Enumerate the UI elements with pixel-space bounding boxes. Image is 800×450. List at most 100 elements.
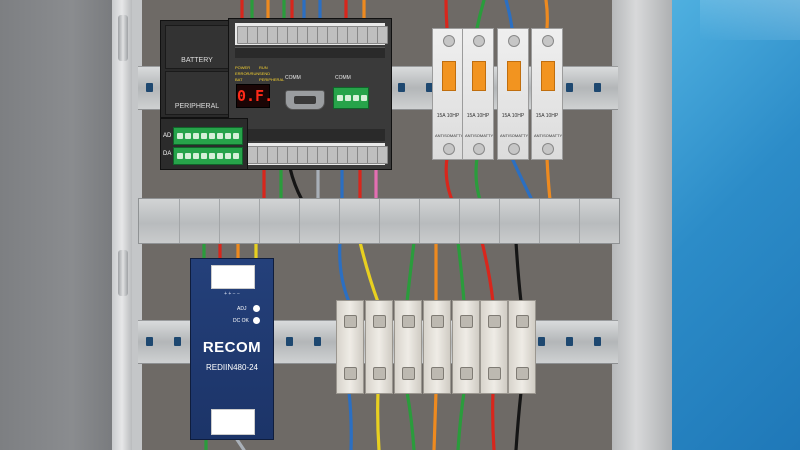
terminal-screw <box>488 367 501 380</box>
circuit-breaker[interactable]: 15A 10HP ANTISOMATTY <box>462 28 494 160</box>
duct-slot-line <box>219 199 220 243</box>
comm1-label: COMM <box>285 75 301 81</box>
terminal-screw <box>373 315 386 328</box>
rail-mounting-slot <box>566 337 573 346</box>
terminal-screw <box>344 315 357 328</box>
breaker-toggle[interactable] <box>541 61 555 91</box>
wire-green <box>405 240 416 304</box>
duct-slot-line <box>259 199 260 243</box>
wire-blue <box>347 390 353 450</box>
psu-top-terminals <box>211 265 255 289</box>
wire-black <box>288 166 304 202</box>
led-peripheral: PERIPHERAL <box>259 77 285 82</box>
adj-potentiometer[interactable] <box>253 305 260 312</box>
terminal-label-strip-bottom <box>235 129 385 141</box>
peripheral-label: PERIPHERAL <box>174 103 220 110</box>
breaker-screw <box>473 143 485 155</box>
status-led-labels: POWER ERROR/RUN BAT <box>235 65 259 83</box>
breaker-toggle[interactable] <box>507 61 521 91</box>
plc-main-unit: POWER ERROR/RUN BAT RUN SEND PERIPHERAL … <box>228 18 392 170</box>
door-hinge <box>118 250 128 296</box>
wire-red <box>444 156 454 202</box>
terminal-screw <box>488 315 501 328</box>
rail-mounting-slot <box>538 337 545 346</box>
cabinet-door <box>0 0 120 450</box>
wire-green <box>474 156 482 202</box>
door-hinge <box>118 15 128 61</box>
psu-dc-ok-label: DC OK <box>233 318 249 324</box>
connector-pin <box>193 153 199 159</box>
connector-pin <box>353 95 359 101</box>
terminal-block <box>336 300 364 394</box>
comm-terminal-connector <box>333 87 369 109</box>
breaker-screw <box>473 35 485 47</box>
breaker-screw <box>508 35 520 47</box>
duct-slot-line <box>499 199 500 243</box>
terminal-block <box>365 300 393 394</box>
breaker-brand: ANTISOMATTY <box>500 133 529 138</box>
rail-mounting-slot <box>398 83 405 92</box>
wire-yellow <box>376 390 381 450</box>
breaker-screw <box>443 143 455 155</box>
circuit-breaker[interactable]: 15A 10HP ANTISOMATTY <box>432 28 464 160</box>
circuit-breaker[interactable]: 15A 10HP ANTISOMATTY <box>497 28 529 160</box>
led-bat: BAT <box>235 77 243 82</box>
comm2-label: COMM <box>335 75 351 81</box>
wire-blue <box>510 156 534 202</box>
rail-mounting-slot <box>594 83 601 92</box>
psu-model: REDIIN480-24 <box>205 363 259 372</box>
wire-orange <box>432 390 438 450</box>
circuit-breaker[interactable]: 15A 10HP ANTISOMATTY <box>531 28 563 160</box>
terminal-screw <box>460 367 473 380</box>
blue-background <box>672 0 800 450</box>
terminal-screw <box>373 367 386 380</box>
psu-brand: RECOM <box>202 339 262 356</box>
terminal-block <box>394 300 422 394</box>
wire-orange <box>545 156 552 202</box>
connector-pin <box>361 95 367 101</box>
rail-mounting-slot <box>146 337 153 346</box>
breaker-screw <box>542 143 554 155</box>
wire-blue <box>338 240 351 304</box>
db9-socket <box>294 96 316 104</box>
ad-terminal-block <box>173 127 243 145</box>
breaker-rating: 15A 10HP <box>466 113 490 119</box>
wire-red <box>491 390 496 450</box>
terminal-screw <box>344 367 357 380</box>
connector-pin <box>201 153 207 159</box>
connector-pin <box>209 153 215 159</box>
breaker-toggle[interactable] <box>442 61 456 91</box>
breaker-brand: ANTISOMATTY <box>534 133 563 138</box>
terminal-screw <box>402 315 415 328</box>
connector-pin <box>217 153 223 159</box>
screw-terminal <box>377 146 388 164</box>
wire-black <box>514 240 523 304</box>
terminal-block <box>508 300 536 394</box>
power-supply-unit: + + − − ADJ DC OK RECOM REDIIN480-24 <box>190 258 274 440</box>
wire-green <box>475 0 486 30</box>
duct-slot-line <box>379 199 380 243</box>
peripheral-cover: PERIPHERAL <box>165 71 229 115</box>
breaker-screw <box>443 35 455 47</box>
breaker-toggle[interactable] <box>472 61 486 91</box>
connector-pin <box>345 95 351 101</box>
terminal-row-bottom <box>235 143 388 165</box>
connector-pin <box>177 133 183 139</box>
wire-green <box>456 240 466 304</box>
wire-green <box>456 390 466 450</box>
connector-pin <box>217 133 223 139</box>
screw-terminal <box>377 26 388 44</box>
wire-green <box>405 390 416 450</box>
duct-slot-line <box>179 199 180 243</box>
breaker-rating: 15A 10HP <box>535 113 559 119</box>
rail-mounting-slot <box>174 337 181 346</box>
psu-terminal-markings: + + − − <box>224 291 240 297</box>
da-label: DA <box>163 151 172 157</box>
cabinet-frame-left <box>132 0 142 450</box>
connector-pin <box>337 95 343 101</box>
plc-seven-segment-display: 0.F. <box>236 84 273 108</box>
connector-pin <box>185 153 191 159</box>
terminal-screw <box>431 367 444 380</box>
cabinet-frame-right <box>612 0 672 450</box>
plc-analog-io-module: AD DA <box>160 118 248 170</box>
